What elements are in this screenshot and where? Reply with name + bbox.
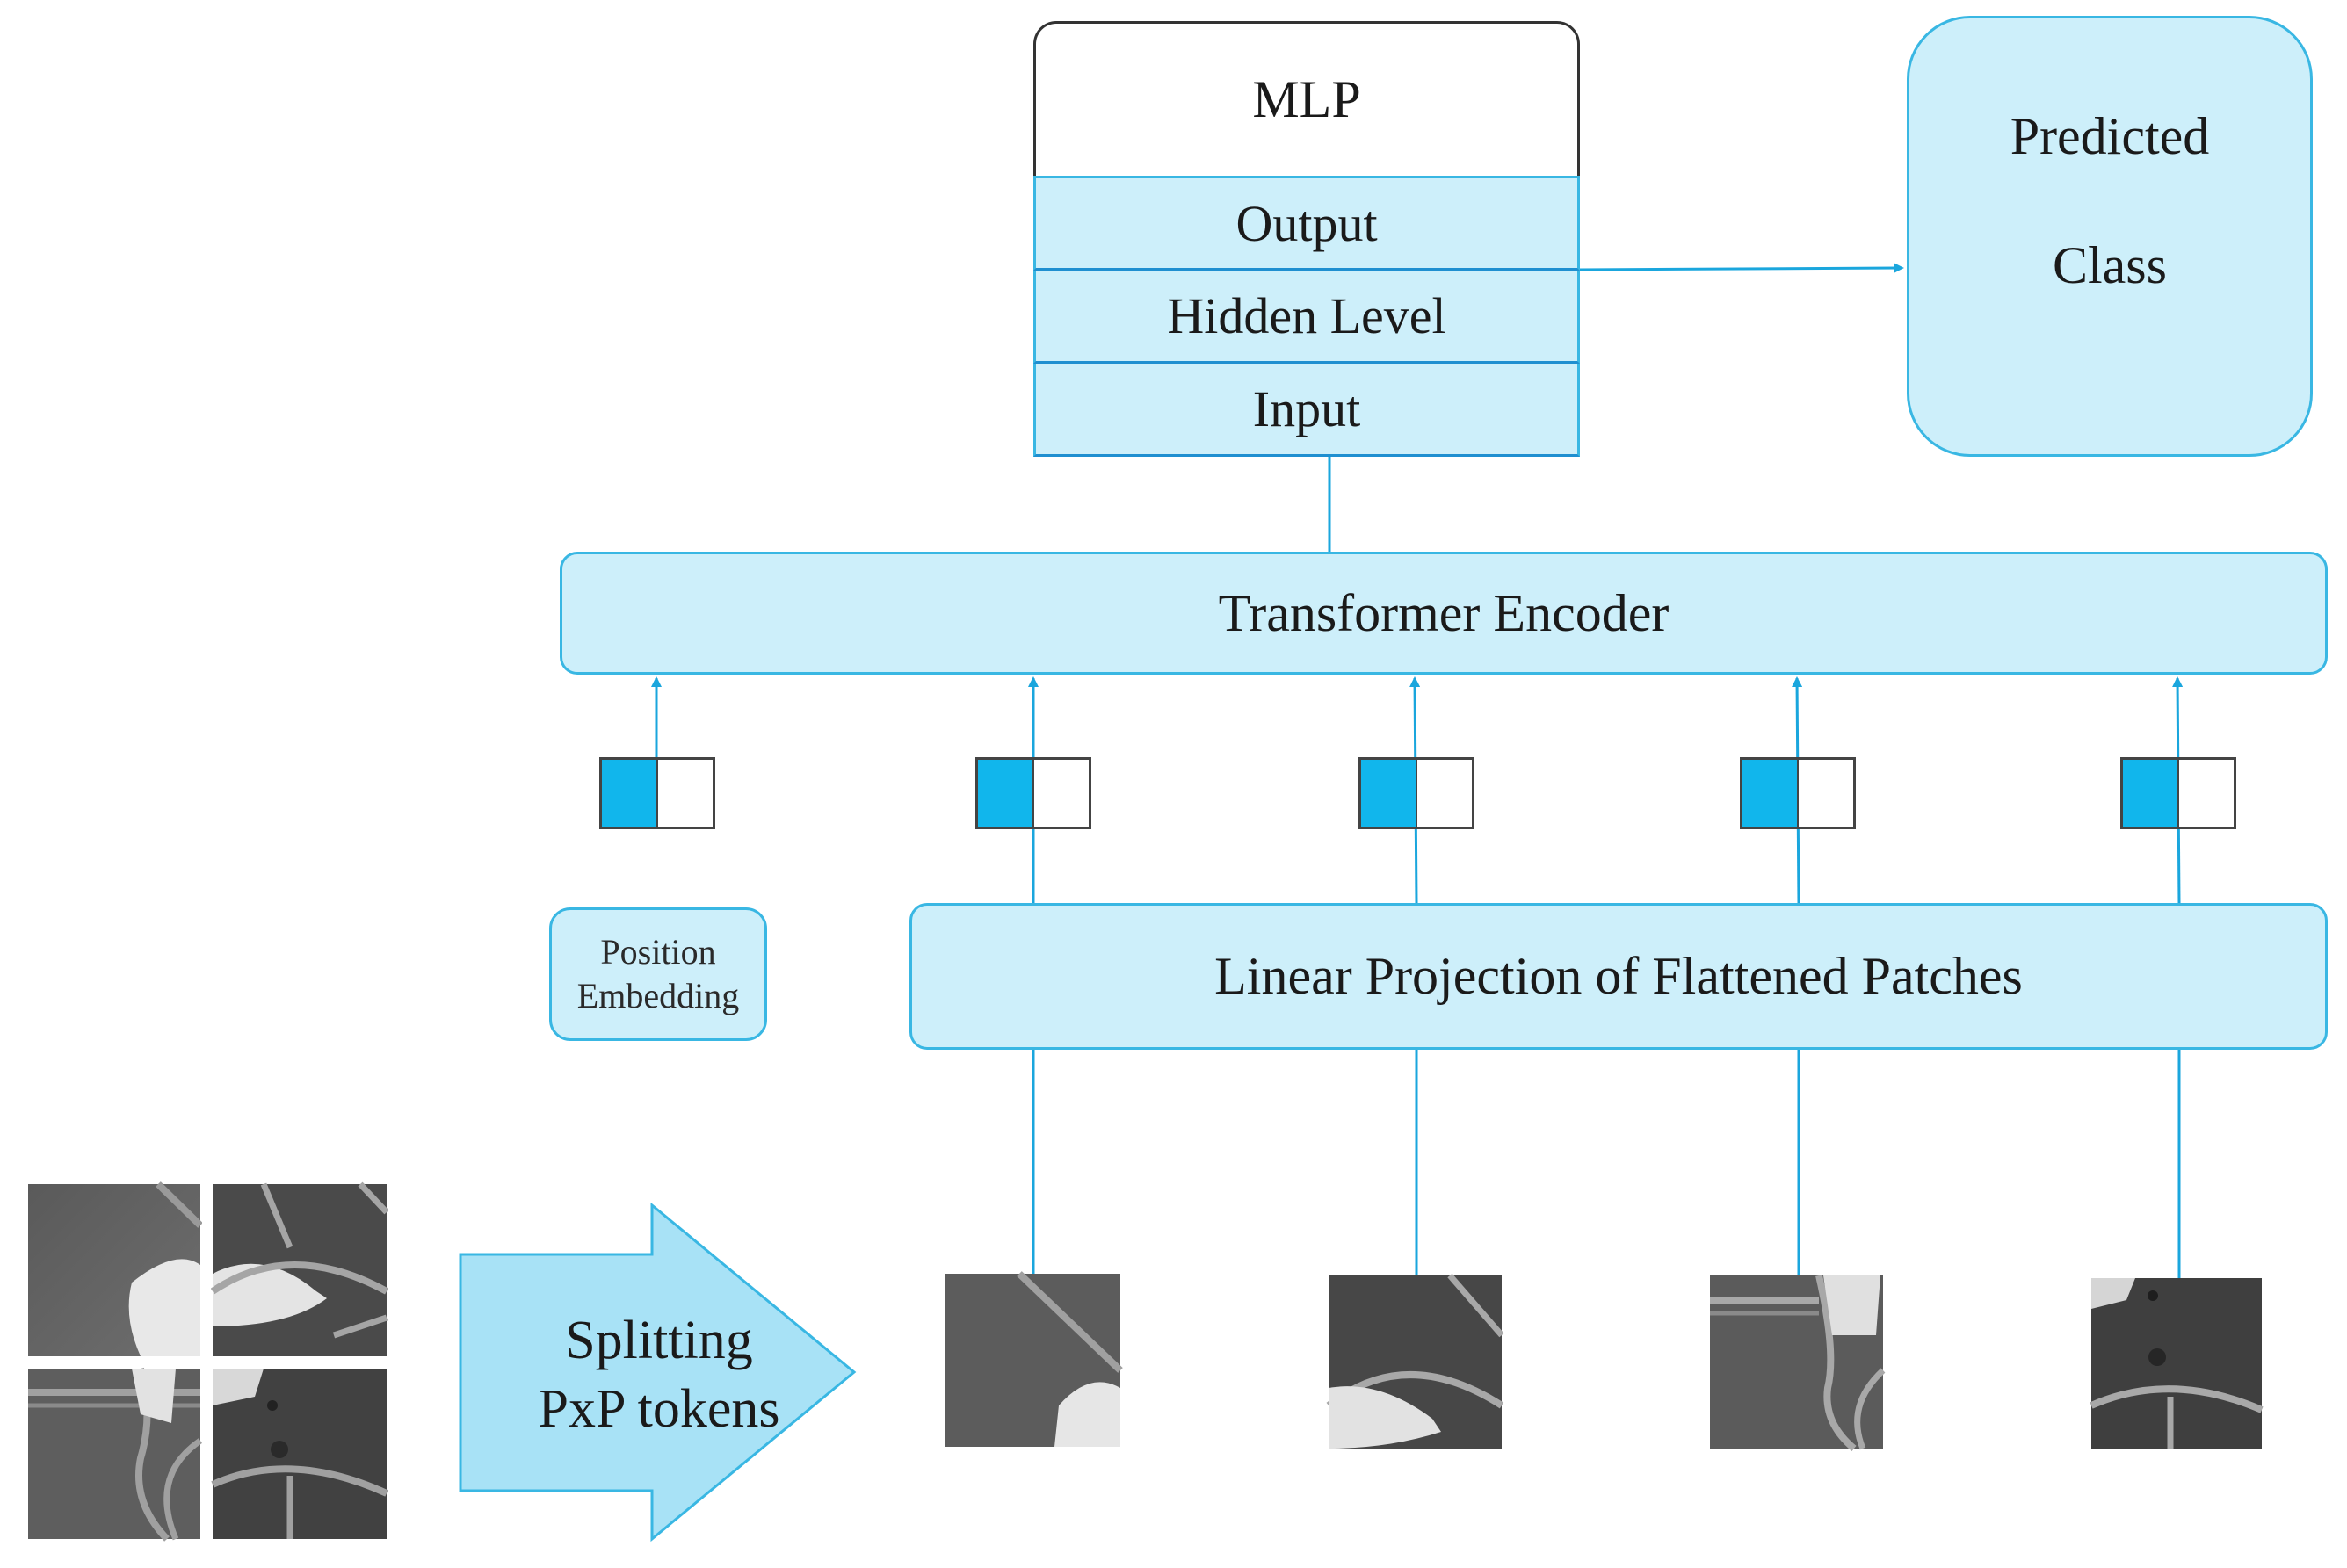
source-image-grid — [28, 1181, 389, 1542]
splitting-line2: PxP tokens — [538, 1379, 780, 1439]
position-embedding-box: Position Embedding — [549, 907, 767, 1041]
mlp-input-row: Input — [1033, 364, 1580, 457]
embedding-token-3 — [1358, 757, 1474, 829]
mlp-output-label: Output — [1235, 194, 1378, 252]
patch-image-3 — [1710, 1275, 1886, 1452]
patch-image-4 — [2090, 1278, 2264, 1449]
linear-projection-box: Linear Projection of Flattened Patches — [909, 903, 2328, 1050]
splitting-arrow — [459, 1202, 857, 1543]
linear-projection-label: Linear Projection of Flattened Patches — [1214, 947, 2023, 1005]
mlp-input-label: Input — [1252, 380, 1361, 437]
patch-image-2 — [1326, 1273, 1504, 1449]
embedding-token-2 — [975, 757, 1091, 829]
transformer-encoder-label: Transformer Encoder — [1218, 583, 1670, 642]
position-embedding-line2: Embedding — [576, 976, 740, 1015]
splitting-line1: Splitting — [565, 1311, 753, 1370]
mlp-output-row: Output — [1033, 176, 1580, 271]
output-to-predicted-arrow — [1579, 263, 1904, 274]
position-embedding-line1: Position — [600, 932, 716, 972]
mlp-hidden-row: Hidden Level — [1033, 271, 1580, 364]
splitting-label: Splitting PxP tokens — [492, 1291, 826, 1458]
predicted-line1: Predicted — [2010, 107, 2210, 165]
embedding-token-1 — [599, 757, 715, 829]
embedding-token-5 — [2120, 757, 2236, 829]
mlp-hidden-label: Hidden Level — [1167, 287, 1446, 344]
embedding-token-4 — [1740, 757, 1856, 829]
mlp-title: MLP — [1252, 70, 1361, 128]
predicted-line2: Class — [2052, 236, 2168, 294]
patch-image-1 — [945, 1271, 1123, 1447]
predicted-class-box: Predicted Class — [1907, 16, 2313, 457]
mlp-header: MLP — [1033, 21, 1580, 176]
transformer-encoder-box: Transformer Encoder — [560, 552, 2328, 675]
